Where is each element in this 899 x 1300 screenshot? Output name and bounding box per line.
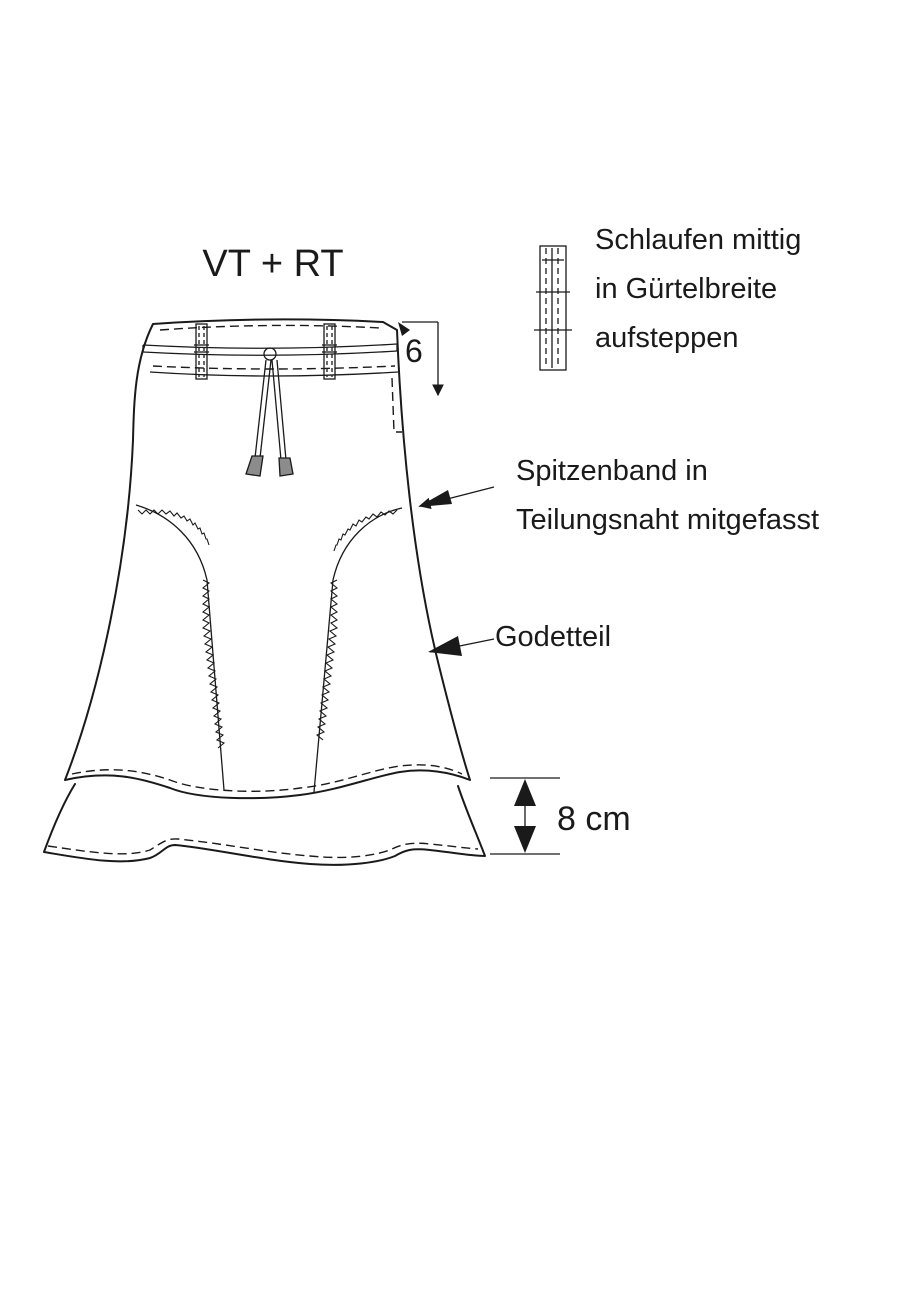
belt-loop-left [194, 323, 209, 380]
side-zip-stitch [391, 377, 402, 433]
panel-seam-right [313, 507, 403, 793]
loop-note-line-2: in Gürtelbreite [595, 273, 777, 305]
lace-note-line-2: Teilungsnaht mitgefasst [516, 504, 819, 536]
lace-trim-right [333, 509, 398, 552]
waistband-topstitch [159, 324, 381, 331]
waistband-width-label: 6 [405, 333, 423, 369]
panel-seam-left [135, 504, 225, 791]
dimension-tick [398, 322, 410, 336]
tassel-left [245, 455, 264, 477]
view-label: VT + RT [202, 243, 343, 285]
ruffle-dim-arrow-down [514, 826, 536, 853]
belt-loop-right [322, 323, 337, 380]
waistband-seam [149, 371, 399, 377]
lace-trim-left-lower [201, 579, 226, 749]
belt-loop-detail [534, 245, 572, 371]
lace-trim-right-lower [315, 579, 339, 741]
belt-tie [245, 347, 294, 477]
tassel-right [278, 457, 294, 477]
godet-label: Godetteil [495, 621, 611, 653]
waistband-bottom-stitch [152, 365, 396, 370]
ruffle-dim-arrow-up [514, 779, 536, 806]
ruffle-outline [43, 783, 486, 866]
lace-note-line-1: Spitzenband in [516, 455, 708, 487]
loop-note-line-1: Schlaufen mittig [595, 224, 801, 256]
lace-trim-left [137, 509, 210, 546]
skirt-body-outline [64, 318, 471, 800]
belt-bottom-edge [142, 350, 398, 356]
ruffle-hem-stitch [47, 838, 479, 859]
upper-hem-stitch [71, 764, 463, 792]
ruffle-depth-label: 8 cm [557, 800, 631, 838]
loop-note-line-3: aufsteppen [595, 322, 739, 354]
